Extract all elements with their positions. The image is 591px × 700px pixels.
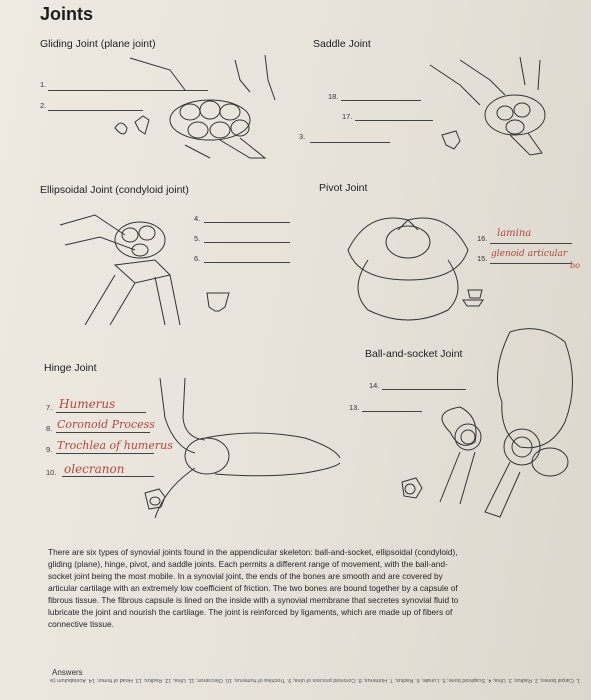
- label-number-5: 5.: [194, 234, 201, 243]
- answer-line-2[interactable]: [48, 110, 143, 111]
- heading-gliding-joint: Gliding Joint (plane joint): [40, 38, 156, 50]
- heading-hinge-joint: Hinge Joint: [44, 362, 97, 374]
- label-number-1: 1.: [40, 80, 47, 89]
- ellipsoidal-joint-illustration: [59, 214, 230, 326]
- heading-ball-and-socket-joint: Ball-and-socket Joint: [365, 348, 463, 360]
- label-number-9: 9.: [46, 445, 53, 454]
- label-number-18: 18.: [328, 92, 339, 101]
- answer-line-16[interactable]: [490, 243, 572, 244]
- label-number-17: 17.: [342, 112, 353, 121]
- answer-line-10[interactable]: [62, 476, 154, 477]
- ball-and-socket-joint-illustration: [401, 328, 573, 518]
- handwritten-answer-16: lamina: [497, 228, 532, 239]
- answer-line-17[interactable]: [355, 120, 433, 121]
- page-title: Joints: [40, 4, 94, 24]
- label-number-16: 16.: [477, 234, 488, 243]
- answer-line-1[interactable]: [48, 90, 208, 91]
- handwritten-answer-15-continued: bo: [570, 261, 580, 270]
- gliding-joint-illustration: [114, 54, 276, 159]
- answer-line-9[interactable]: [56, 453, 154, 454]
- answer-line-13[interactable]: [362, 411, 422, 412]
- answer-line-8[interactable]: [56, 432, 150, 433]
- label-number-15: 15.: [477, 254, 488, 263]
- answer-line-5[interactable]: [204, 242, 290, 243]
- heading-saddle-joint: Saddle Joint: [313, 38, 371, 50]
- answer-line-7[interactable]: [56, 412, 146, 413]
- label-number-6: 6.: [194, 254, 201, 263]
- answer-line-18[interactable]: [341, 100, 421, 101]
- handwritten-answer-8: Coronoid Process: [57, 418, 155, 431]
- hinge-joint-illustration: [144, 377, 341, 519]
- handwritten-answer-15: glenoid articular: [491, 249, 568, 259]
- pivot-joint-illustration: [347, 217, 484, 321]
- label-number-14: 14.: [369, 381, 380, 390]
- handwritten-answer-10: olecranon: [64, 462, 125, 476]
- label-number-3: 3.: [299, 132, 306, 141]
- heading-pivot-joint: Pivot Joint: [319, 182, 368, 194]
- synovial-joints-paragraph: There are six types of synovial joints f…: [48, 547, 459, 629]
- label-number-10: 10.: [46, 468, 57, 477]
- answer-line-15[interactable]: [490, 263, 572, 264]
- answer-line-6[interactable]: [204, 262, 290, 263]
- answer-line-4[interactable]: [204, 222, 290, 223]
- answer-line-3[interactable]: [310, 142, 390, 143]
- label-number-8: 8.: [46, 424, 53, 433]
- heading-ellipsoidal-joint: Ellipsoidal Joint (condyloid joint): [40, 184, 189, 196]
- answers-key-upside-down: 1. Carpal bones; 2. Radius; 3. Ulna; 4. …: [50, 677, 580, 683]
- handwritten-answer-7: Humerus: [59, 397, 116, 411]
- label-number-2: 2.: [40, 101, 47, 110]
- label-number-7: 7.: [46, 403, 53, 412]
- saddle-joint-illustration: [429, 56, 546, 156]
- label-number-4: 4.: [194, 214, 201, 223]
- label-number-13: 13.: [349, 403, 360, 412]
- handwritten-answer-9: Trochlea of humerus: [57, 439, 173, 452]
- answer-line-14[interactable]: [382, 389, 466, 390]
- answers-heading: Answers: [52, 668, 83, 677]
